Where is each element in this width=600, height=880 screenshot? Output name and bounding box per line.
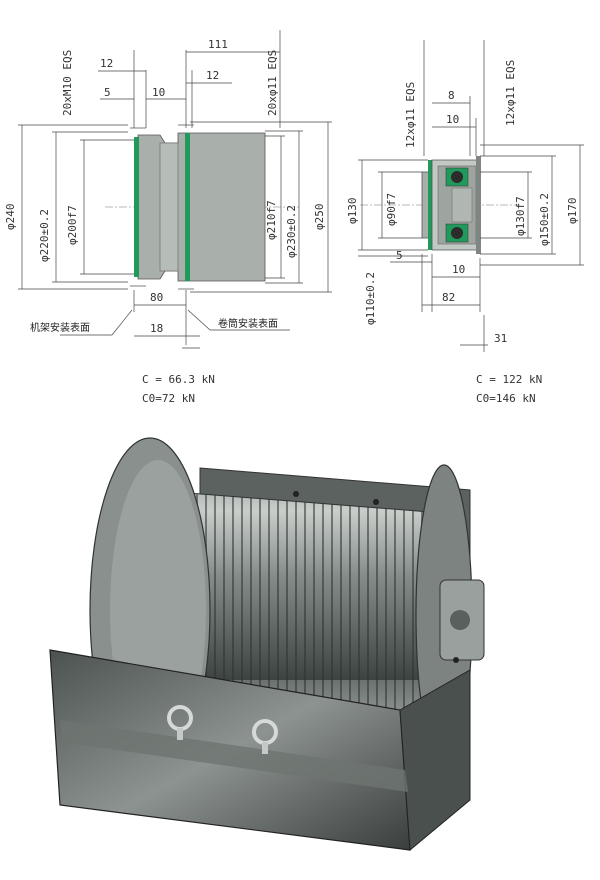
right-bearing-view: φ130 φ90f7 φ110±0.2 φ130f7 φ150±0.2 φ170… — [346, 40, 584, 405]
left-load-c0: C0=72 kN — [142, 392, 195, 405]
dim-10a: 10 — [446, 113, 459, 126]
technical-drawing: φ240 φ220±0.2 φ200f7 φ210f7 φ230±0.2 φ25… — [0, 0, 600, 420]
dim-d150: φ150±0.2 — [538, 193, 551, 246]
dim-d220: φ220±0.2 — [38, 209, 51, 262]
dim-5: 5 — [396, 249, 403, 262]
dim-12a: 12 — [100, 57, 113, 70]
dim-d130f7: φ130f7 — [514, 196, 527, 236]
dim-18: 18 — [150, 322, 163, 335]
dim-d210: φ210f7 — [265, 200, 278, 240]
left-bearing-view: φ240 φ220±0.2 φ200f7 φ210f7 φ230±0.2 φ25… — [4, 30, 332, 405]
eye-bolt-icon — [167, 705, 278, 754]
winch-photo — [0, 420, 600, 876]
left-load-c: C = 66.3 kN — [142, 373, 215, 386]
seal-right — [185, 133, 190, 281]
dim-d200: φ200f7 — [66, 205, 79, 245]
label-bolts: 20xM10 EQS — [61, 50, 74, 116]
dim-d230: φ230±0.2 — [285, 205, 298, 258]
seal-left — [134, 137, 139, 277]
dim-80: 80 — [150, 291, 163, 304]
dim-d130: φ130 — [346, 198, 359, 225]
right-load-c: C = 122 kN — [476, 373, 542, 386]
dim-111: 111 — [208, 38, 228, 51]
label-holes: 20xφ11 EQS — [266, 50, 279, 116]
dim-d90: φ90f7 — [385, 193, 398, 226]
right-load-c0: C0=146 kN — [476, 392, 536, 405]
label-holes-a: 12xφ11 EQS — [404, 82, 417, 148]
dim-d110: φ110±0.2 — [364, 272, 377, 325]
winch-drum-icon — [0, 420, 600, 876]
frame-surface-label: 机架安装表面 — [30, 321, 90, 334]
dim-82: 82 — [442, 291, 455, 304]
dim-10b: 10 — [452, 263, 465, 276]
dim-d240: φ240 — [4, 204, 17, 231]
dim-d250: φ250 — [313, 204, 326, 231]
dim-5: 5 — [104, 86, 111, 99]
drum-surface-label: 卷筒安装表面 — [218, 317, 278, 330]
dim-8: 8 — [448, 89, 455, 102]
dim-31: 31 — [494, 332, 507, 345]
dim-10: 10 — [152, 86, 165, 99]
dim-d170: φ170 — [566, 198, 579, 225]
label-holes-b: 12xφ11 EQS — [504, 60, 517, 126]
dim-12b: 12 — [206, 69, 219, 82]
